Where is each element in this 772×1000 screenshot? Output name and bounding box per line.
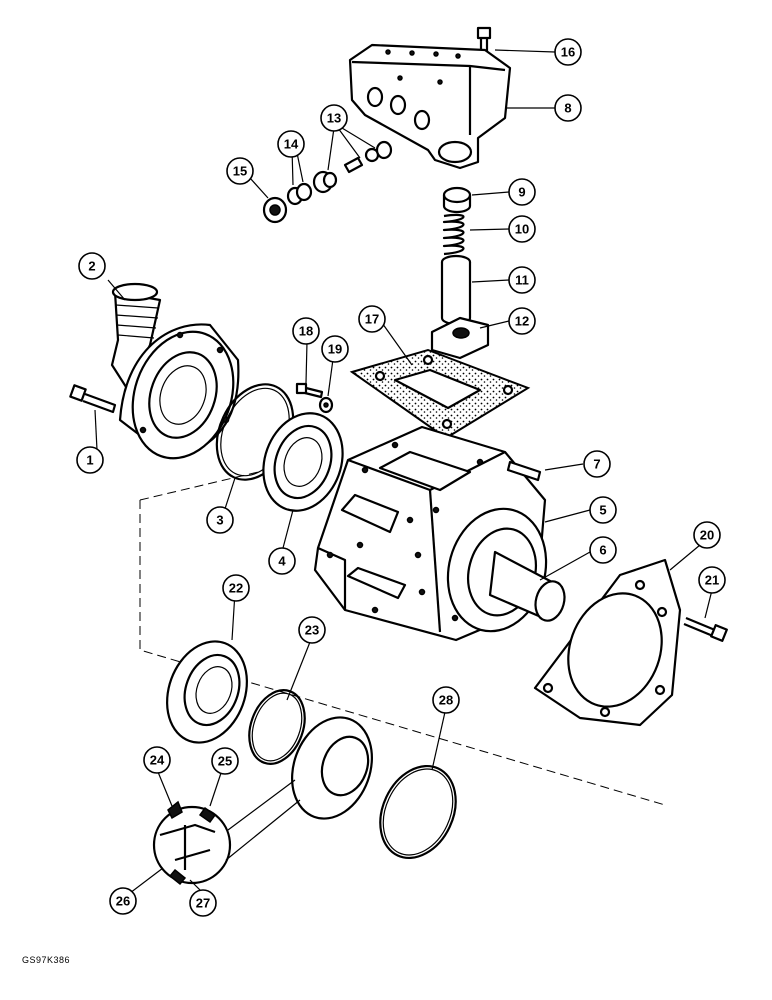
svg-text:27: 27 xyxy=(196,896,210,911)
callout-3: 3 xyxy=(206,506,234,534)
callout-14: 14 xyxy=(277,130,305,158)
part-18-bolt xyxy=(295,382,324,399)
svg-text:6: 6 xyxy=(599,543,606,558)
svg-text:23: 23 xyxy=(305,623,319,638)
part-13-valve-components xyxy=(312,140,393,194)
part-6-shaft xyxy=(488,550,566,622)
svg-text:10: 10 xyxy=(515,222,529,237)
svg-text:14: 14 xyxy=(284,137,299,152)
callouts: 1 2 3 4 5 6 7 8 9 10 11 12 13 14 15 16 1… xyxy=(76,38,726,917)
callout-20: 20 xyxy=(693,521,721,549)
part-10-spring xyxy=(442,213,465,256)
svg-text:15: 15 xyxy=(233,164,247,179)
callout-18: 18 xyxy=(292,317,320,345)
callout-10: 10 xyxy=(508,215,536,243)
callout-9: 9 xyxy=(508,178,536,206)
svg-text:17: 17 xyxy=(365,312,379,327)
callout-13: 13 xyxy=(320,104,348,132)
part-28-snap-ring xyxy=(379,764,457,860)
callout-28: 28 xyxy=(432,686,460,714)
svg-text:13: 13 xyxy=(327,111,341,126)
svg-text:19: 19 xyxy=(328,342,342,357)
callout-15: 15 xyxy=(226,157,254,185)
callout-2: 2 xyxy=(78,252,106,280)
part-8-valve-housing xyxy=(348,43,512,170)
callout-5: 5 xyxy=(589,496,617,524)
part-20-flange-plate xyxy=(533,558,682,727)
part-11-sleeve xyxy=(440,254,472,326)
svg-text:26: 26 xyxy=(116,894,130,909)
svg-text:28: 28 xyxy=(439,693,453,708)
svg-text:18: 18 xyxy=(299,324,313,339)
part-17-gasket xyxy=(349,348,531,440)
callout-7: 7 xyxy=(583,450,611,478)
svg-text:3: 3 xyxy=(216,513,223,528)
svg-text:5: 5 xyxy=(599,503,606,518)
callout-17: 17 xyxy=(358,305,386,333)
callout-6: 6 xyxy=(589,536,617,564)
part-4-bearing xyxy=(262,412,344,512)
callout-27: 27 xyxy=(189,889,217,917)
part-12-seat-block xyxy=(430,316,490,360)
part-22-bearing xyxy=(166,640,248,744)
callout-24: 24 xyxy=(143,746,171,774)
part-15-plug xyxy=(262,196,288,224)
svg-text:11: 11 xyxy=(515,273,529,288)
callout-12: 12 xyxy=(508,307,536,335)
svg-text:12: 12 xyxy=(515,314,529,329)
svg-text:21: 21 xyxy=(705,573,719,588)
svg-text:20: 20 xyxy=(700,528,714,543)
callout-21: 21 xyxy=(698,566,726,594)
figure-reference-code: GS97K386 xyxy=(22,955,71,965)
part-2-inlet-housing xyxy=(110,282,240,460)
svg-text:25: 25 xyxy=(218,754,232,769)
seal-section-detail xyxy=(152,779,301,886)
callout-19: 19 xyxy=(321,335,349,363)
svg-text:1: 1 xyxy=(86,453,93,468)
seal-assembly xyxy=(291,716,373,820)
svg-text:8: 8 xyxy=(564,101,571,116)
svg-text:22: 22 xyxy=(229,581,243,596)
part-14-washers xyxy=(286,182,313,206)
svg-text:7: 7 xyxy=(593,457,600,472)
part-1-bolt xyxy=(69,384,117,414)
leader-lines xyxy=(94,49,713,894)
callout-26: 26 xyxy=(109,887,137,915)
part-7-key xyxy=(506,460,542,482)
svg-text:24: 24 xyxy=(150,753,165,768)
callout-16: 16 xyxy=(554,38,582,66)
svg-text:9: 9 xyxy=(518,185,525,200)
callout-11: 11 xyxy=(508,266,536,294)
part-9-cap xyxy=(442,186,472,214)
part-19-washer xyxy=(318,396,334,414)
part-21-bolt xyxy=(683,616,728,642)
svg-text:16: 16 xyxy=(561,45,575,60)
callout-1: 1 xyxy=(76,446,104,474)
callout-25: 25 xyxy=(211,747,239,775)
callout-4: 4 xyxy=(268,547,296,575)
svg-text:4: 4 xyxy=(278,554,286,569)
callout-8: 8 xyxy=(554,94,582,122)
svg-text:2: 2 xyxy=(88,259,95,274)
callout-22: 22 xyxy=(222,574,250,602)
callout-23: 23 xyxy=(298,616,326,644)
